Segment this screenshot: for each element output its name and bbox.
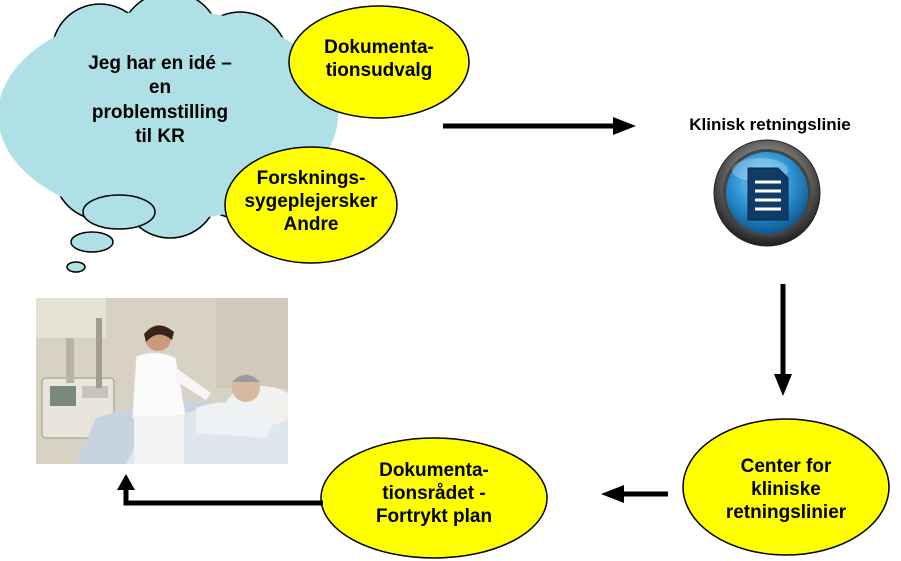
arrow-to-photo: [117, 474, 323, 506]
node-line: Forsknings-: [256, 168, 366, 189]
nurse-patient-photo: [36, 298, 288, 464]
dokumentationsudvalg-text: Dokumenta- tionsudvalg: [299, 36, 459, 82]
arrow-left-to-raadet: [601, 485, 668, 503]
node-line: kliniske: [751, 479, 821, 501]
forskning-text: Forsknings- sygeplejersker Andre: [226, 167, 396, 237]
node-line: tionsrådet -: [382, 483, 486, 505]
node-line: Dokumenta-: [379, 460, 489, 481]
klinisk-retningslinie-text: Klinisk retningslinie: [689, 115, 851, 134]
arrow-to-klinisk: [443, 117, 636, 135]
thought-line: til KR: [135, 125, 185, 147]
node-line: retningslinier: [725, 502, 847, 524]
center-text: Center for kliniske retningslinier: [686, 455, 886, 525]
thought-line: problemstilling: [91, 101, 229, 123]
node-line: Dokumenta-: [324, 37, 434, 58]
thought-cloud: [0, 0, 338, 239]
node-center: [682, 418, 890, 556]
node-line: Center for: [740, 456, 832, 477]
thought-line: en: [148, 77, 172, 99]
thought-line: Jeg har en idé –: [88, 53, 232, 74]
node-line: Fortrykt plan: [375, 506, 493, 528]
document-icon: [713, 139, 821, 247]
node-line: tionsudvalg: [325, 60, 433, 82]
thought-bubble-text: Jeg har en idé – en problemstilling til …: [40, 52, 280, 149]
arrow-down-to-center: [774, 284, 792, 396]
thought-bubble-trail: [66, 194, 156, 273]
node-forskning: [224, 146, 398, 264]
dokumentationsraadet-text: Dokumenta- tionsrådet - Fortrykt plan: [334, 459, 534, 529]
node-dokumentationsudvalg: [288, 5, 470, 119]
node-dokumentationsraadet: [320, 437, 548, 559]
node-line: sygeplejersker: [244, 191, 378, 213]
node-line: Andre: [283, 214, 339, 236]
